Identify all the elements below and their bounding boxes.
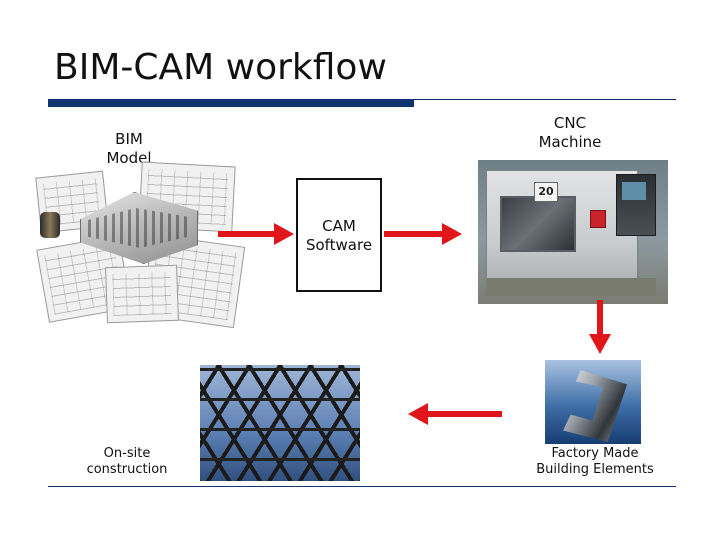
title-underline-thin <box>414 99 676 100</box>
factory-elements-label: Factory Made Building Elements <box>536 446 654 477</box>
arrow-bim-to-cam <box>218 223 294 245</box>
cam-software-label: CAM Software <box>305 217 373 254</box>
bottom-divider <box>48 486 676 487</box>
cnc-machine-label: CNC Machine <box>538 114 602 151</box>
title-underline-thick <box>48 99 414 107</box>
onsite-construction-image <box>200 365 360 481</box>
slide-title: BIM-CAM workflow <box>54 47 387 88</box>
cnc-machine-image: 20 <box>478 160 668 304</box>
arrow-cnc-to-factory <box>589 300 611 354</box>
cnc-logo-icon <box>590 210 606 228</box>
cam-software-box <box>296 178 382 292</box>
database-icon <box>40 212 60 238</box>
arrow-factory-to-onsite <box>408 403 502 425</box>
factory-element-image <box>545 360 641 444</box>
cnc-model-badge: 20 <box>534 182 558 202</box>
bim-model-image <box>35 161 246 329</box>
bim-model-label: BIM Model <box>106 130 152 167</box>
arrow-cam-to-cnc <box>384 223 462 245</box>
onsite-construction-label: On-site construction <box>86 446 168 477</box>
